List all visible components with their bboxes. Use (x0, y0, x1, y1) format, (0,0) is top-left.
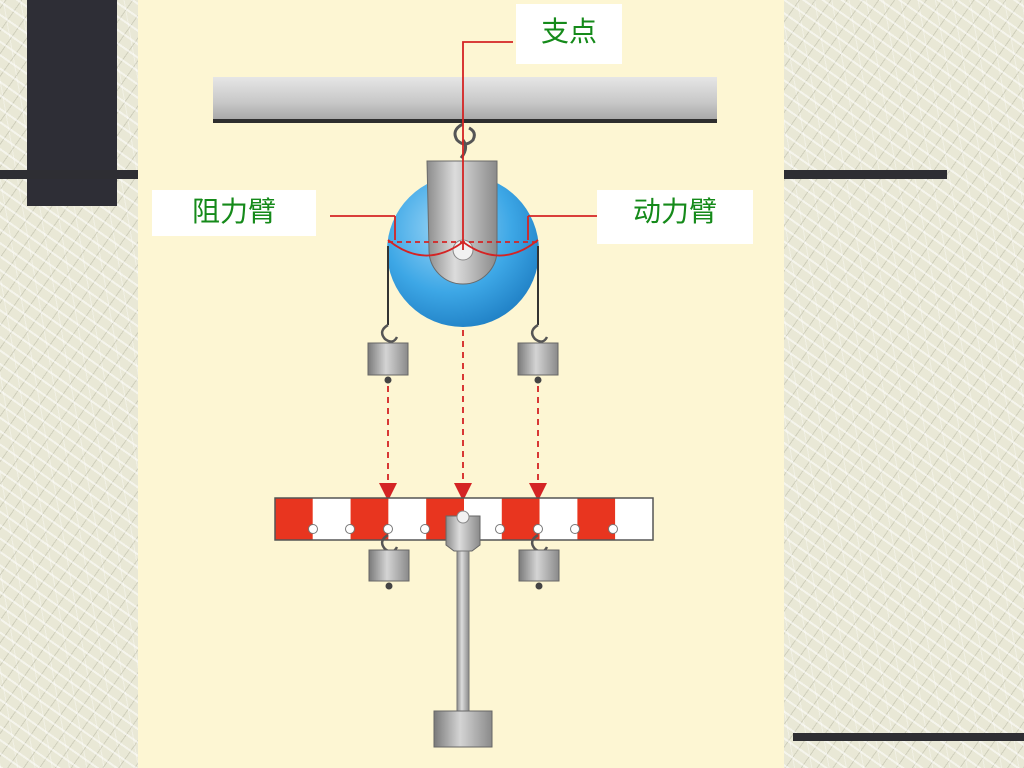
projection-arrows (379, 330, 547, 501)
pulley-ropes (387, 246, 539, 325)
decorative-rule-right (783, 170, 947, 179)
lever-left-weight (368, 533, 410, 590)
fulcrum-label: 支点 (516, 4, 622, 64)
pulley-wheel (387, 160, 539, 327)
ceiling-beam (213, 77, 717, 123)
right-hanging-weight (517, 323, 559, 384)
left-hanging-weight (367, 323, 409, 384)
lever-segment-white (388, 498, 427, 540)
decorative-rule-bottom (793, 733, 1024, 741)
lever-segment-white (615, 498, 653, 540)
lever-right-weight (518, 533, 560, 590)
annotation-lines (330, 41, 600, 257)
lever-stand (433, 510, 493, 748)
lever-segment-red (275, 498, 313, 540)
lever-segment-red (501, 498, 540, 540)
lever-segment-red (350, 498, 389, 540)
resistance-arm-label: 阻力臂 (152, 190, 316, 236)
lever-segment-white (539, 498, 578, 540)
decorative-rule-left (0, 170, 140, 179)
lever-bar-holes (308, 524, 618, 534)
effort-arm-label: 动力臂 (597, 190, 753, 244)
lever-segment-white (312, 498, 351, 540)
ceiling-hook-icon (453, 122, 476, 159)
lever-segment-red (577, 498, 616, 540)
